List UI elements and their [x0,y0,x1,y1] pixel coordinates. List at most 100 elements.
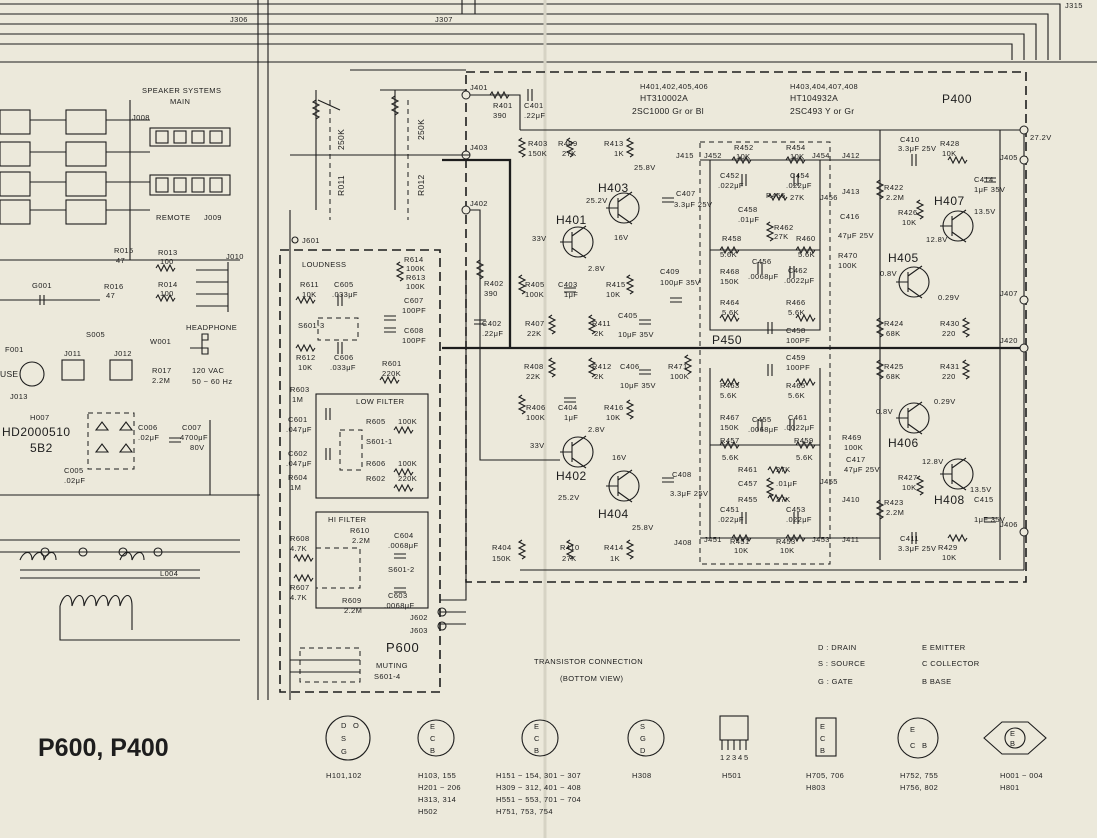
r461-label: R461 [738,465,758,474]
r402-label: R402 [484,279,504,288]
c416-label: C416 [840,212,860,221]
r431-value: 220 [942,372,956,381]
c411-value: 3.3μF 25V [898,544,936,553]
r415-value: 10K [606,290,621,299]
connector-j307: J307 [435,15,453,24]
r462-label: R462 [774,223,794,232]
l004-label: L004 [160,569,178,578]
c603-value: .0068μF [384,601,414,610]
svg-text:E: E [430,722,435,731]
r469-label: R469 [842,433,862,442]
p450-block [699,141,831,565]
svg-text:C: C [430,734,436,743]
c416-value: 47μF 25V [838,231,874,240]
svg-text:B: B [1010,739,1015,748]
v33b: 33V [530,441,545,450]
v16b: 16V [612,453,627,462]
svg-text:H551 ~ 553, 701 ~ 704: H551 ~ 553, 701 ~ 704 [496,795,581,804]
s005-label: S005 [86,330,105,339]
r603-label: R603 [290,385,310,394]
c401-value: .22μF [524,111,545,120]
legend-emitter: E EMITTER [922,643,966,652]
r451-label: R451 [730,537,750,546]
c458b-label: C458 [786,326,806,335]
loudness-network [295,261,404,384]
c454-label: C454 [790,171,810,180]
c458a-value: .01μF [738,215,759,224]
p450-label: P450 [712,333,742,347]
r431-label: R431 [940,362,960,371]
h007-type: HD2000510 [2,425,71,439]
r416-label: R416 [604,403,624,412]
legend-base: B BASE [922,677,952,686]
transistor-h405 [896,265,930,299]
svg-text:E: E [534,722,539,731]
s601-2-label: S601-2 [388,565,415,574]
v029a: 0.29V [938,293,960,302]
svg-text:C: C [820,734,826,743]
c455-label: C455 [752,415,772,424]
connector-j407: J407 [1000,289,1018,298]
r405-value: 100K [525,290,544,299]
c456-label: C456 [752,257,772,266]
r606-label: R606 [366,459,386,468]
r465-label: R465 [786,381,806,390]
r017-value: 2.2M [152,376,170,385]
c402-label: C402 [482,319,502,328]
speaker-terminal-remote [149,174,231,196]
r427-value: 10K [902,483,917,492]
volume-pot-r012 [391,90,409,220]
group1-type: HT310002A [640,93,688,103]
svg-text:H313, 314: H313, 314 [418,795,456,804]
svg-text:S: S [640,722,645,731]
r608-value: 4.7K [290,544,307,553]
connector-j403: J403 [470,143,488,152]
connector-j601: J601 [302,236,320,245]
p450-network-upper [709,156,821,335]
c415-label: C415 [974,495,994,504]
c410-label: C410 [900,135,920,144]
c451-label: C451 [720,505,740,514]
c459-value: 100PF [786,363,810,372]
r451-value: 10K [734,546,749,555]
package-4: S G D H308 [627,719,665,780]
v258b: 25.8V [632,523,654,532]
w001-label: W001 [150,337,171,346]
r460-value: 5.6K [798,250,815,259]
r429-value: 10K [942,553,957,562]
c414-label: C414 [974,175,994,184]
c601-value: .047μF [286,425,312,434]
p400-connectors [461,90,1029,537]
r606-value: 100K [398,459,417,468]
connector-j602: J602 [410,613,428,622]
r423-label: R423 [884,498,904,507]
s601-3-label: S601-3 [298,321,325,330]
c006-label: C006 [138,423,158,432]
r613-label: R613 [406,273,426,282]
connector-j413: J413 [842,187,860,196]
r455-label: R455 [738,495,758,504]
r014-label: R014 [158,280,178,289]
p400-label: P400 [942,92,972,106]
r407-value: 22K [527,329,542,338]
svg-text:5: 5 [744,753,749,762]
legend-title: TRANSISTOR CONNECTION [534,657,643,666]
c454-value: .022μF [786,181,812,190]
r604-value: 1M [290,483,301,492]
r467-value: 150K [720,423,739,432]
transistor-h402 [560,435,594,469]
v08a: 0.8V [880,269,897,278]
connector-j402: J402 [470,199,488,208]
r609-label: R609 [342,596,362,605]
connector-j008: J008 [132,113,150,122]
r467-label: R467 [720,413,740,422]
r406-label: R406 [526,403,546,412]
speaker-main-label: MAIN [170,97,190,106]
volume-pot-r011 [312,90,341,220]
r601-value: 220K [382,369,401,378]
r457-label: R457 [720,436,740,445]
r016-label: R016 [104,282,124,291]
c401-label: C401 [524,101,544,110]
svg-text:C: C [910,741,916,750]
svg-text:2: 2 [726,753,731,762]
